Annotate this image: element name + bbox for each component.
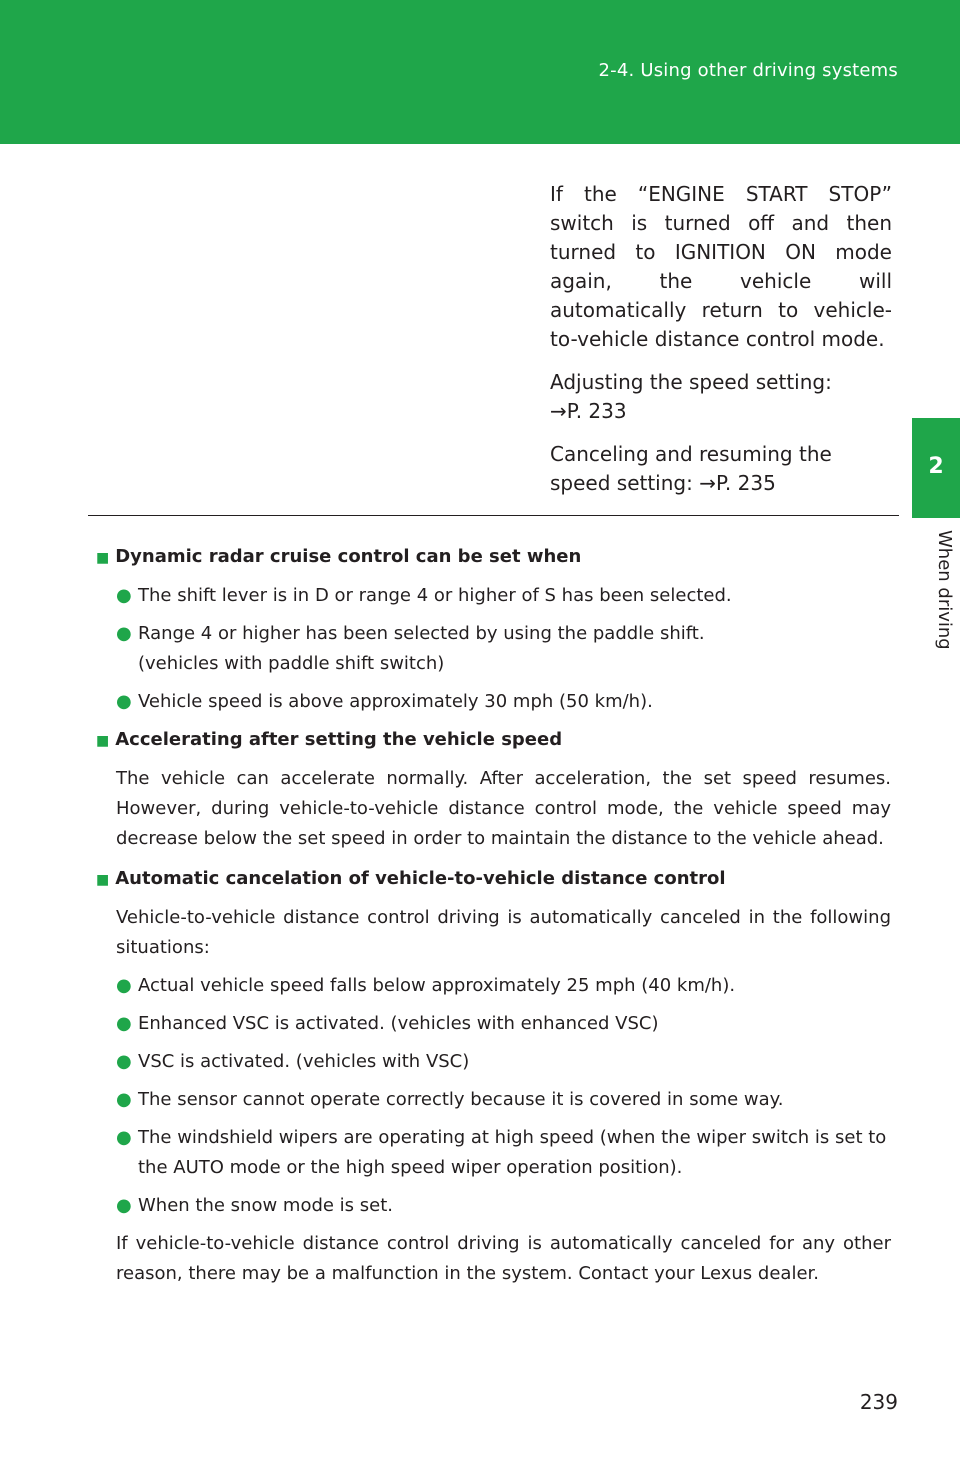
list-item: ● The shift lever is in D or range 4 or h…	[116, 581, 891, 611]
adjust-speed-ref: Adjusting the speed setting: →P. 233	[550, 368, 892, 426]
list-item-text: The sensor cannot operate correctly beca…	[138, 1089, 784, 1110]
paragraph: The vehicle can accelerate normally. Aft…	[116, 768, 891, 849]
chapter-tab: 2	[912, 418, 960, 518]
adjust-speed-text: Adjusting the speed setting:	[550, 370, 832, 394]
paragraph: Vehicle-to-vehicle distance control driv…	[116, 907, 891, 958]
list-item: ● Range 4 or higher has been selected by …	[116, 619, 891, 649]
list-item-text: Range 4 or higher has been selected by u…	[138, 623, 705, 644]
section-heading: ■ Automatic cancelation of vehicle-to-veh…	[96, 864, 891, 895]
list-item: ● VSC is activated. (vehicles with VSC)	[116, 1047, 891, 1077]
list-item-text: When the snow mode is set.	[138, 1195, 394, 1216]
list-item: ● When the snow mode is set.	[116, 1191, 891, 1221]
list-item-text: VSC is activated. (vehicles with VSC)	[138, 1051, 470, 1072]
paragraph: If vehicle-to-vehicle distance control d…	[116, 1233, 891, 1284]
heading-text: Accelerating after setting the vehicle s…	[115, 729, 563, 750]
circle-bullet-icon: ●	[116, 691, 132, 712]
list-item: ● Enhanced VSC is activated. (vehicles wi…	[116, 1009, 891, 1039]
circle-bullet-icon: ●	[116, 585, 132, 606]
square-bullet-icon: ■	[96, 733, 110, 749]
chapter-number: 2	[928, 454, 944, 479]
circle-bullet-icon: ●	[116, 1013, 132, 1034]
list-item-text: The windshield wipers are operating at h…	[138, 1127, 887, 1178]
cancel-resume-page-link[interactable]: →P. 235	[699, 471, 776, 495]
restart-note: If the “ENGINE START STOP” switch is tur…	[550, 182, 892, 351]
list-item: ● Actual vehicle speed falls below approx…	[116, 971, 891, 1001]
section-divider	[88, 515, 899, 516]
list-item-continuation: (vehicles with paddle shift switch)	[116, 649, 891, 679]
adjust-speed-page-link[interactable]: →P. 233	[550, 399, 627, 423]
list-item-text: Actual vehicle speed falls below approxi…	[138, 975, 736, 996]
heading-text: Automatic cancelation of vehicle-to-vehi…	[115, 868, 726, 889]
section-heading: ■ Accelerating after setting the vehicle …	[96, 725, 891, 756]
circle-bullet-icon: ●	[116, 1127, 132, 1148]
list-item: ● The windshield wipers are operating at …	[116, 1123, 891, 1183]
cancel-resume-text: Canceling and resuming the speed setting…	[550, 442, 832, 495]
circle-bullet-icon: ●	[116, 1195, 132, 1216]
circle-bullet-icon: ●	[116, 975, 132, 996]
list-item-text: (vehicles with paddle shift switch)	[138, 653, 445, 674]
square-bullet-icon: ■	[96, 872, 110, 888]
chapter-section-title: 2-4. Using other driving systems	[598, 60, 898, 81]
circle-bullet-icon: ●	[116, 1051, 132, 1072]
chapter-label: When driving	[934, 530, 955, 650]
notes-body: ■ Dynamic radar cruise control can be set…	[96, 542, 891, 1297]
cancel-resume-ref: Canceling and resuming the speed setting…	[550, 440, 892, 498]
list-item-text: The shift lever is in D or range 4 or hi…	[138, 585, 732, 606]
circle-bullet-icon: ●	[116, 623, 132, 644]
list-item: ● Vehicle speed is above approximately 30…	[116, 687, 891, 717]
section-heading: ■ Dynamic radar cruise control can be set…	[96, 542, 891, 573]
list-item: ● The sensor cannot operate correctly bec…	[116, 1085, 891, 1115]
list-item-text: Enhanced VSC is activated. (vehicles wit…	[138, 1013, 659, 1034]
list-item-text: Vehicle speed is above approximately 30 …	[138, 691, 653, 712]
chapter-header-band: 2-4. Using other driving systems	[0, 0, 960, 144]
right-column: If the “ENGINE START STOP” switch is tur…	[550, 180, 892, 512]
square-bullet-icon: ■	[96, 550, 110, 566]
heading-text: Dynamic radar cruise control can be set …	[115, 546, 582, 567]
page-number: 239	[859, 1390, 898, 1414]
circle-bullet-icon: ●	[116, 1089, 132, 1110]
